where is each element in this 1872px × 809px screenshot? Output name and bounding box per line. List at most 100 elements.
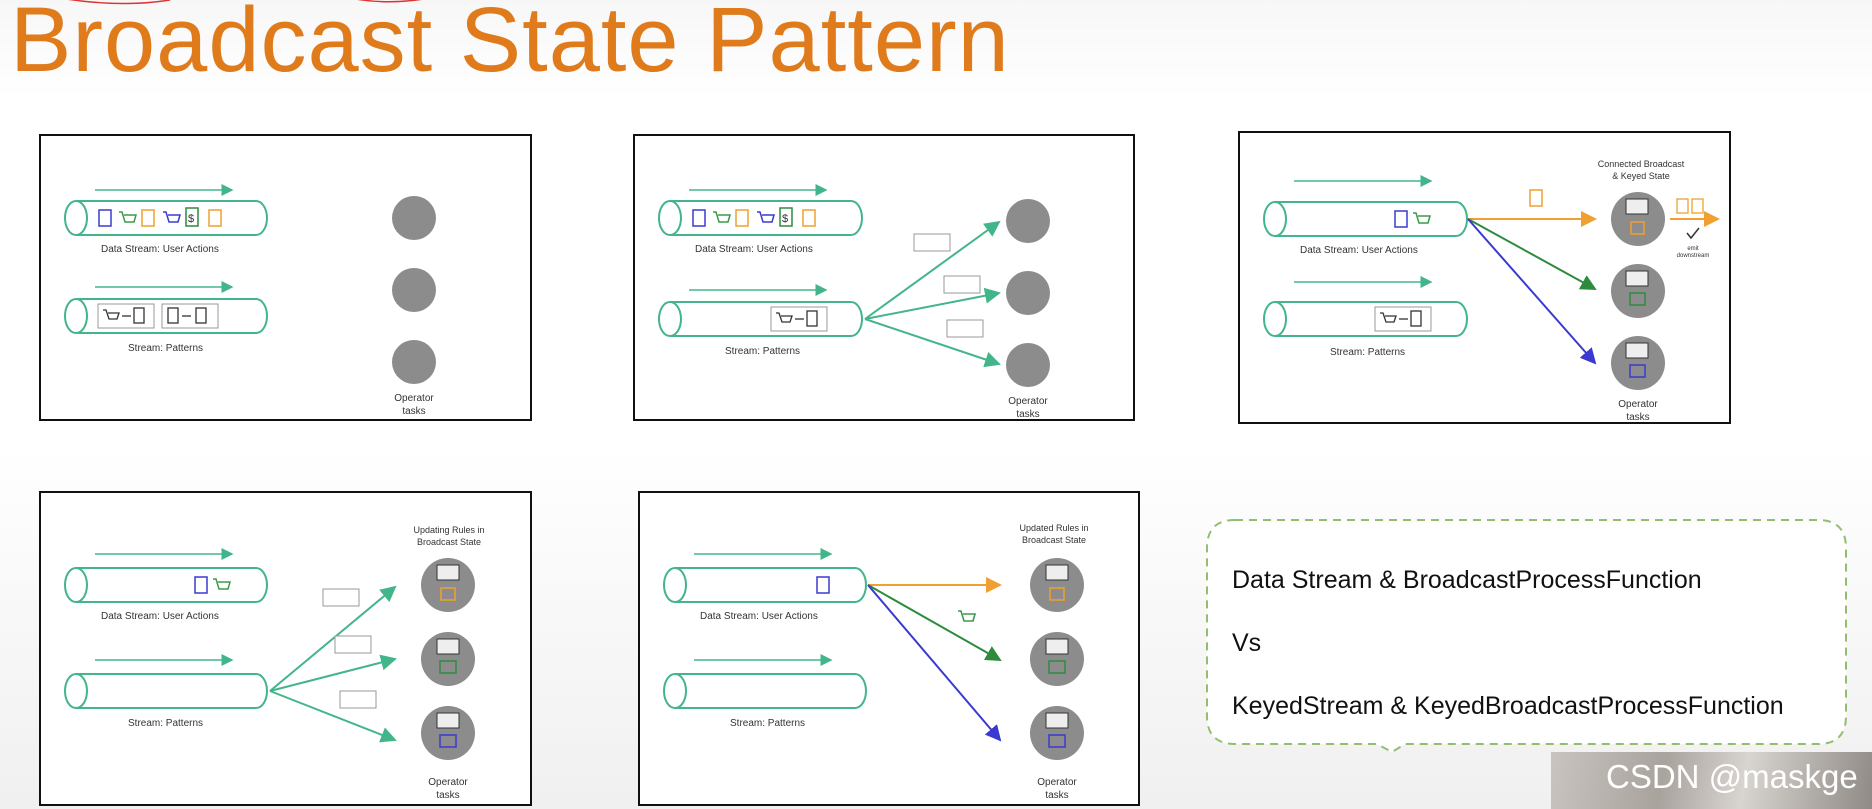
login-icon	[98, 209, 112, 227]
broadcast-arrows	[269, 585, 397, 743]
emit-label: emit	[1687, 246, 1699, 252]
operator-label: Operator	[428, 777, 468, 788]
routing-arrow-blue	[867, 584, 1002, 742]
operator-task-3	[1006, 343, 1050, 387]
operator-task-2	[1030, 632, 1084, 686]
state-label: & Keyed State	[1612, 171, 1670, 181]
data-stream-pipe	[658, 200, 863, 236]
pattern-stream-pipe	[1263, 301, 1468, 337]
login-icon	[816, 576, 830, 594]
operator-task-1	[392, 196, 436, 240]
operator-label: Operator	[1037, 777, 1077, 788]
cart-icon	[1413, 212, 1431, 224]
state-label: Broadcast State	[1022, 535, 1086, 545]
user-action-events: $	[692, 207, 816, 227]
logout-icon	[208, 209, 222, 227]
broadcast-pattern-copies	[913, 233, 984, 338]
stream-bottom-label: Stream: Patterns	[128, 718, 203, 729]
cart-icon	[958, 610, 977, 622]
callout-border	[1206, 519, 1847, 754]
data-stream-pipe	[64, 200, 268, 236]
stream-bottom-label: Stream: Patterns	[128, 343, 203, 354]
operator-task-3	[421, 706, 475, 760]
operator-task-2	[392, 268, 436, 312]
operator-task-1	[421, 558, 475, 612]
emit-label: downstream	[1677, 253, 1710, 259]
stream-bottom-label: Stream: Patterns	[1330, 347, 1405, 358]
state-label: Broadcast State	[417, 537, 481, 547]
routing-arrow-green	[1467, 218, 1597, 290]
operator-label: tasks	[436, 790, 459, 801]
pattern-event	[1374, 306, 1432, 332]
operator-label: tasks	[402, 406, 425, 417]
login-icon	[194, 576, 208, 594]
pattern-stream-pipe	[64, 298, 268, 334]
pattern-stream-pipe	[663, 673, 867, 709]
state-label: Updating Rules in	[413, 525, 484, 535]
state-label: Updated Rules in	[1019, 523, 1088, 533]
svg-text:$: $	[188, 213, 194, 225]
operator-task-3	[1030, 706, 1084, 760]
operator-task-2	[421, 632, 475, 686]
operator-task-2	[1006, 271, 1050, 315]
operator-task-1	[1006, 199, 1050, 243]
stream-top-label: Data Stream: User Actions	[1300, 245, 1418, 256]
logout-icon	[1529, 189, 1543, 207]
operator-label: Operator	[1618, 399, 1658, 410]
operator-task-3	[392, 340, 436, 384]
page-title: Broadcast State Pattern	[10, 0, 1010, 91]
panel-4-diagram: Updating Rules in Broadcast State Data S…	[64, 525, 485, 801]
state-label: Connected Broadcast	[1598, 159, 1685, 169]
routing-arrow-blue	[1467, 218, 1597, 365]
pattern-event	[770, 306, 828, 332]
operator-label: tasks	[1016, 409, 1039, 420]
stream-top-label: Data Stream: User Actions	[695, 244, 813, 255]
panel-2-diagram: $ Data Stream: User Actions Stream: Patt…	[658, 184, 1050, 420]
diagram-panel-updated-rules: Updated Rules in Broadcast State Data St…	[638, 491, 1140, 806]
callout-line-1: Data Stream & BroadcastProcessFunction	[1232, 566, 1702, 594]
svg-text:$: $	[782, 213, 788, 225]
stream-top-label: Data Stream: User Actions	[101, 611, 219, 622]
emit-output	[1670, 198, 1720, 240]
check-icon	[1686, 227, 1700, 240]
stream-top-label: Data Stream: User Actions	[101, 244, 219, 255]
data-stream-pipe	[1263, 201, 1468, 237]
operator-task-1	[1611, 192, 1665, 246]
data-stream-pipe	[663, 567, 867, 603]
callout-line-2: Vs	[1232, 629, 1262, 657]
diagram-panel-broadcast: $ Data Stream: User Actions Stream: Patt…	[633, 134, 1135, 421]
diagram-panel-initial: $ Data Stream: User Actions Stream: Patt…	[39, 134, 532, 421]
stream-bottom-label: Stream: Patterns	[730, 718, 805, 729]
diagram-panel-updating-rules: Updating Rules in Broadcast State Data S…	[39, 491, 532, 806]
pattern-stream-pipe	[64, 673, 268, 709]
operator-task-3	[1611, 336, 1665, 390]
panel-1-diagram: $ Data Stream: User Actions Stream: Patt…	[64, 184, 436, 417]
watermark: CSDN @maskge	[1606, 758, 1858, 795]
login-icon	[1394, 210, 1408, 228]
diagram-panel-connected-state: Connected Broadcast & Keyed State Data S…	[1238, 131, 1731, 424]
operator-task-2	[1611, 264, 1665, 318]
cart-icon	[119, 211, 137, 223]
red-scribble	[68, 0, 422, 5]
stream-bottom-label: Stream: Patterns	[725, 346, 800, 357]
operator-label: tasks	[1626, 412, 1649, 423]
cart-icon	[213, 578, 231, 590]
operator-label: Operator	[1008, 396, 1048, 407]
comparison-callout: Data Stream & BroadcastProcessFunction V…	[1205, 518, 1848, 754]
watermark-background	[1551, 752, 1872, 809]
stream-top-label: Data Stream: User Actions	[700, 611, 818, 622]
panel-3-diagram: Connected Broadcast & Keyed State Data S…	[1263, 159, 1720, 423]
logout-icon	[141, 209, 155, 227]
pattern-stream-pipe	[658, 301, 863, 337]
routing-arrow-green	[867, 584, 1002, 661]
pattern-events	[97, 303, 219, 329]
user-action-events: $	[98, 207, 222, 227]
data-stream-pipe	[64, 567, 268, 603]
broadcast-arrows	[864, 220, 1001, 368]
cart-icon	[163, 211, 181, 223]
operator-task-1	[1030, 558, 1084, 612]
broadcast-pattern-copies	[322, 588, 377, 709]
operator-label: Operator	[394, 393, 434, 404]
operator-label: tasks	[1045, 790, 1068, 801]
payment-icon	[185, 207, 199, 227]
